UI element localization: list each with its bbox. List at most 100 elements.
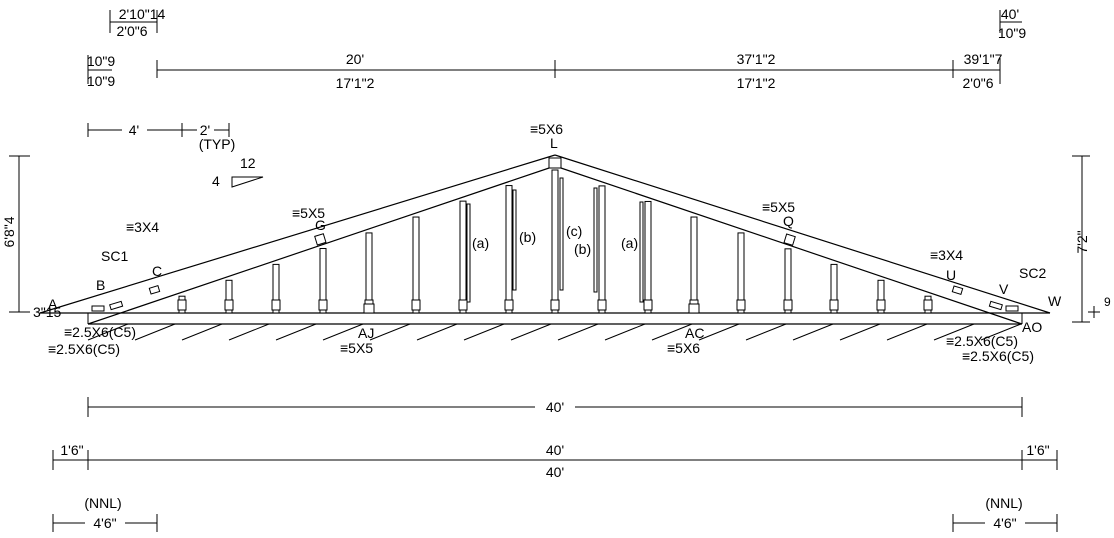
web-plate	[643, 299, 653, 311]
plate-label-q: ≡5X5	[762, 199, 795, 215]
nnl-left-dim: 4'6"	[93, 515, 116, 531]
reinforce-a2	[639, 201, 644, 303]
web-member	[598, 185, 606, 314]
web-plate	[177, 299, 187, 311]
nnl-left: (NNL)	[84, 495, 121, 511]
hatch-line	[228, 323, 270, 341]
web-member	[690, 216, 698, 314]
nnl-right-dim: 4'6"	[993, 515, 1016, 531]
web-plate	[224, 299, 234, 311]
hatch-line	[369, 323, 411, 341]
web-plate	[318, 299, 328, 311]
plate-label-u: ≡3X4	[930, 247, 963, 263]
web-plate	[923, 299, 933, 311]
joint-labels: A B C G L Q U V W AJ AC AO SC1 SC2	[48, 135, 1062, 341]
web-member	[644, 200, 652, 314]
plate-label-right2: ≡2.5X6(C5)	[962, 348, 1034, 364]
plate-b	[91, 305, 105, 312]
hatch-line	[745, 323, 787, 341]
pitch-rise: 4	[212, 173, 220, 189]
web-member	[877, 279, 885, 314]
joint-sc1: SC1	[101, 248, 128, 264]
web-member	[830, 263, 838, 314]
spacing-typ: (TYP)	[199, 136, 236, 152]
pitch-triangle	[231, 176, 264, 188]
joint-q: Q	[783, 213, 794, 229]
truss	[39, 154, 1051, 341]
joint-b: B	[96, 277, 105, 293]
hatch-line	[604, 323, 646, 341]
dim-seg3-lower: 2'0"6	[962, 75, 993, 91]
dim-seg2-upper: 37'1"2	[737, 51, 776, 67]
hatch-line	[933, 323, 975, 341]
vertical-webs	[177, 169, 933, 314]
dim-seg3-upper: 39'1"7	[964, 51, 1003, 67]
plate-v	[988, 300, 1003, 311]
spacing-notes: 4' 2' (TYP)	[87, 122, 236, 152]
web-member	[272, 263, 280, 314]
joint-aj: AJ	[358, 325, 374, 341]
web-plate	[271, 299, 281, 311]
span-main: 40'	[546, 399, 564, 415]
dim-seg2-lower: 17'1"2	[737, 75, 776, 91]
hatch-line	[839, 323, 881, 341]
web-plate	[876, 299, 886, 311]
hatch-line	[322, 323, 364, 341]
joint-l: L	[550, 135, 558, 151]
web-label-b2: (b)	[574, 241, 591, 257]
plate-label-g: ≡5X5	[292, 205, 325, 221]
web-plate	[504, 299, 514, 311]
plate-label-aj: ≡5X5	[340, 340, 373, 356]
overhang-left: 1'6"	[60, 442, 83, 458]
web-member	[784, 248, 792, 314]
web-plate	[829, 299, 839, 311]
spacing-b: 2'	[200, 122, 210, 138]
top-chord-left-inner	[87, 165, 556, 325]
web-member	[459, 200, 467, 314]
hatch-line	[980, 323, 1022, 341]
plate-aj	[363, 303, 375, 314]
dim-row2-left-lower: 10"9	[87, 73, 116, 89]
plate-g	[314, 233, 327, 246]
reinforce-b2	[593, 187, 598, 293]
web-label-c: (c)	[566, 223, 582, 239]
dim-right-upper: 40'	[1001, 6, 1019, 22]
web-plate	[411, 299, 421, 311]
spacing-a: 4'	[129, 122, 139, 138]
height-right: 7'2"	[1074, 230, 1090, 253]
web-member	[505, 185, 513, 314]
joint-g: G	[315, 217, 326, 233]
dim-left-upper: 2'10"14	[119, 6, 166, 22]
web-member	[225, 279, 233, 314]
plate-label-peak: ≡5X6	[530, 121, 563, 137]
joint-c: C	[152, 263, 162, 279]
joint-v: V	[999, 281, 1009, 297]
joint-w: W	[1048, 293, 1062, 309]
reinforce-c	[559, 177, 564, 291]
web-labels: (a) (b) (c) (b) (a)	[472, 223, 638, 257]
plate-w	[1005, 305, 1019, 312]
plate-label-left1: ≡2.5X6(C5)	[64, 324, 136, 340]
hatch-line	[651, 323, 693, 341]
web-member	[737, 232, 745, 314]
web-plate	[597, 299, 607, 311]
top-dimensions: 2'10"14 2'0"6 40' 10"9 10"9 10"9 20' 17'…	[87, 6, 1027, 91]
plate-label-ac: ≡5X6	[667, 340, 700, 356]
plate-u	[951, 285, 964, 295]
plate-labels: ≡5X6 ≡5X5 ≡5X5 ≡3X4 ≡3X4 ≡5X5 ≡5X6 ≡2.5X…	[48, 121, 1034, 364]
hatch-line	[416, 323, 458, 341]
plate-label-right1: ≡2.5X6(C5)	[946, 333, 1018, 349]
hatch-line	[134, 323, 176, 341]
reinforce-a1	[466, 203, 471, 303]
web-plate	[458, 299, 468, 311]
pitch-run: 12	[240, 155, 256, 171]
joint-a: A	[48, 296, 58, 312]
web-plate	[736, 299, 746, 311]
joint-ao: AO	[1022, 319, 1042, 335]
nnl-right: (NNL)	[985, 495, 1022, 511]
plate-q	[783, 233, 796, 246]
web-label-a1: (a)	[472, 235, 489, 251]
overhang-right: 1'6"	[1026, 442, 1049, 458]
dim-left-lower: 2'0"6	[116, 23, 147, 39]
height-right-small: 9	[1104, 295, 1111, 309]
